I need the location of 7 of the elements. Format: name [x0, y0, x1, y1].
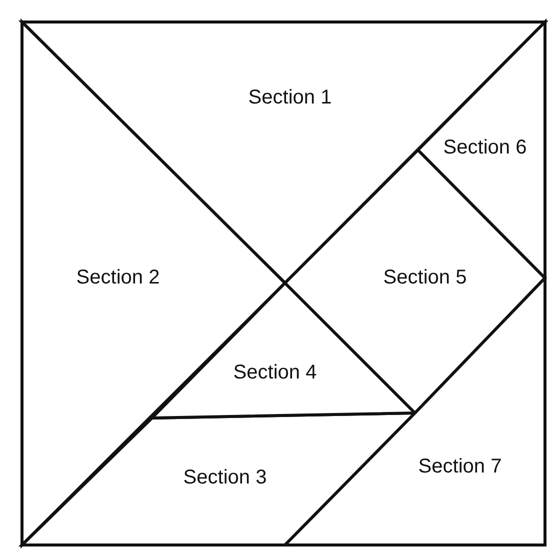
section-label: Section 5: [383, 266, 467, 290]
section-label: Section 2: [76, 266, 160, 290]
section-label: Section 1: [248, 86, 332, 110]
section-label: Section 3: [183, 466, 267, 490]
section-label: Section 7: [418, 456, 502, 478]
section-label: Section 4: [233, 362, 317, 384]
section-label: Section 6: [443, 136, 527, 160]
